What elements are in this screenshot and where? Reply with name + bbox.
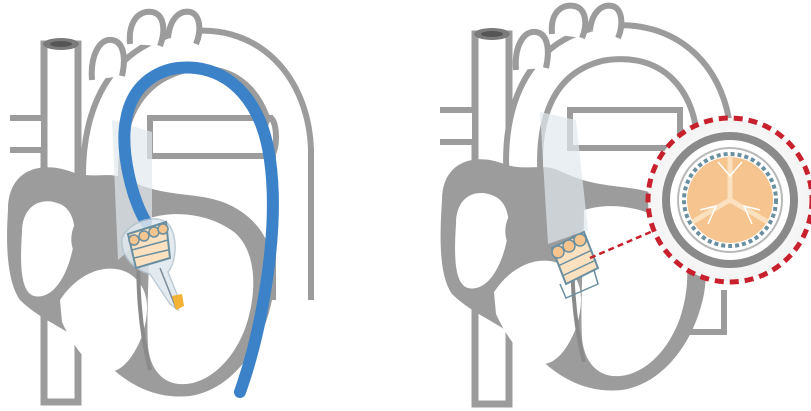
pulmonary-artery-right xyxy=(570,110,680,148)
magnified-valve-callout xyxy=(648,118,811,282)
panel-deployed xyxy=(440,6,811,404)
panel-delivery xyxy=(7,12,292,402)
pulmonary-vein-left xyxy=(10,118,44,150)
pulmonary-vein-right-panel xyxy=(440,110,475,142)
